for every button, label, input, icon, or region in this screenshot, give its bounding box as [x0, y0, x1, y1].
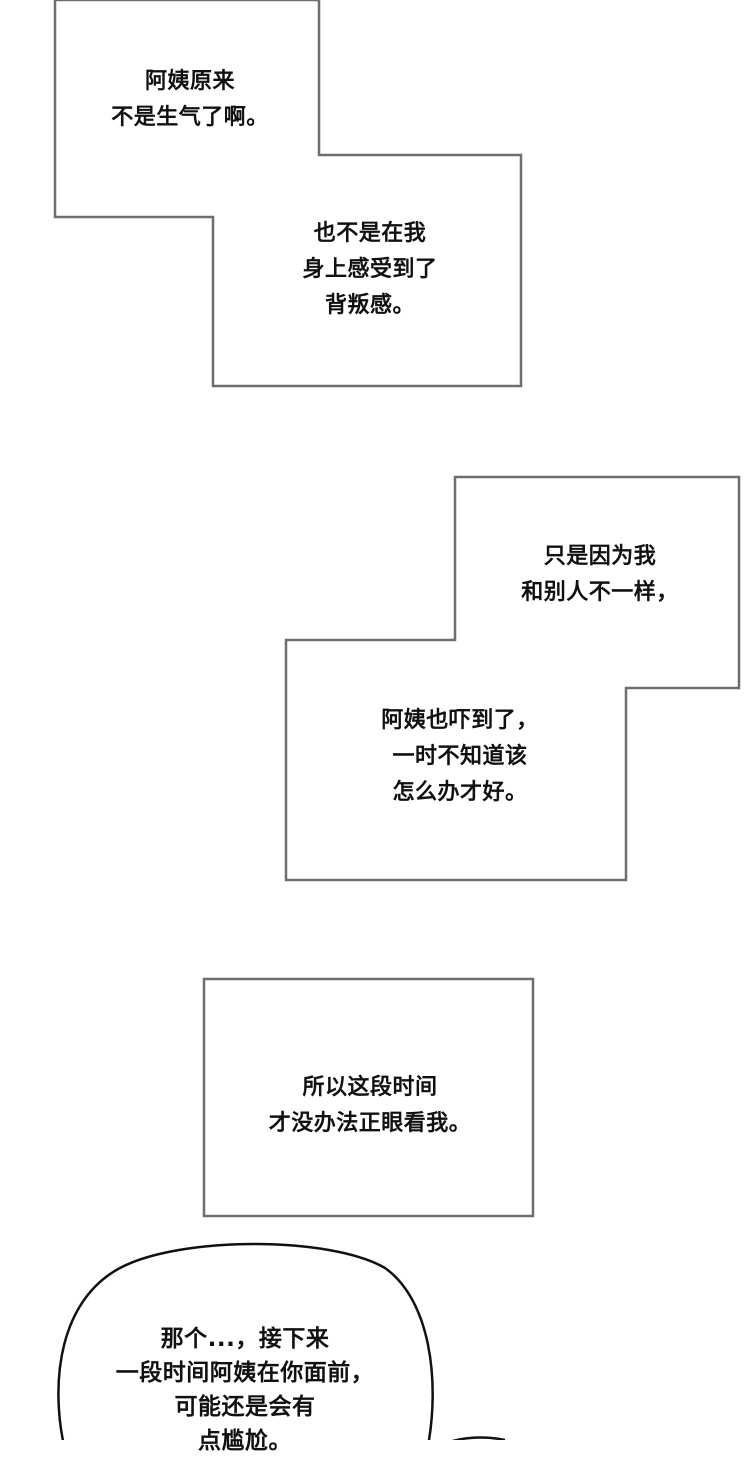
caption-line: 阿姨原来 [144, 69, 235, 94]
speech-line: 一段时间阿姨在你面前， [115, 1360, 375, 1386]
caption-line: 所以这段时间 [302, 1075, 438, 1100]
speech-bubble-text: 那个...，接下来 一段时间阿姨在你面前， 可能还是会有 点尴尬。 [80, 1322, 410, 1458]
caption-line: 一时不知道该 [392, 744, 528, 769]
caption-box-1 [53, 0, 523, 388]
caption-text-3: 只是因为我 和别人不一样， [495, 539, 705, 611]
caption-line: 身上感受到了 [302, 257, 438, 282]
caption-line: 只是因为我 [543, 544, 657, 569]
caption-line: 和别人不一样， [521, 580, 679, 605]
speech-line: 那个...，接下来 [160, 1326, 330, 1352]
speech-bubble [57, 1242, 434, 1440]
caption-line: 才没办法正眼看我。 [268, 1111, 472, 1136]
speech-line: 可能还是会有 [174, 1394, 316, 1420]
caption-text-4: 阿姨也吓到了， 一时不知道该 怎么办才好。 [355, 703, 565, 811]
caption-line: 阿姨也吓到了， [381, 708, 539, 733]
caption-box-3 [202, 977, 535, 1218]
caption-line: 也不是在我 [313, 221, 427, 246]
caption-text-5: 所以这段时间 才没办法正眼看我。 [230, 1070, 510, 1142]
caption-line: 不是生气了啊。 [111, 105, 269, 130]
caption-line: 背叛感。 [324, 293, 415, 318]
speech-bubble-tail-edge [451, 1436, 506, 1440]
caption-box-2 [284, 475, 741, 882]
caption-text-2: 也不是在我 身上感受到了 背叛感。 [270, 216, 470, 324]
caption-line: 怎么办才好。 [392, 780, 528, 805]
speech-line: 点尴尬。 [198, 1428, 292, 1454]
caption-text-1: 阿姨原来 不是生气了啊。 [80, 64, 300, 136]
